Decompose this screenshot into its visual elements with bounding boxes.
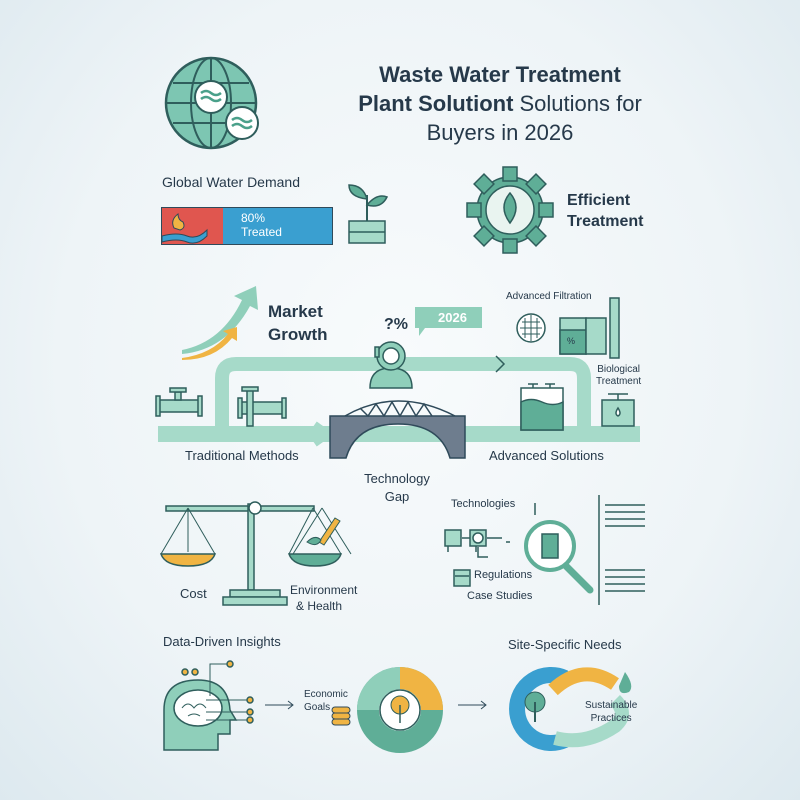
growth-arrow-icon bbox=[182, 286, 258, 360]
brain-head-icon bbox=[163, 660, 254, 751]
arrow-right-icon-2 bbox=[458, 700, 487, 710]
gap-line1: Technology bbox=[364, 471, 430, 486]
globe-water-icon bbox=[164, 56, 259, 150]
speech-bubble bbox=[415, 307, 482, 336]
page-title: Waste Water Treatment Plant Solutiont So… bbox=[350, 60, 650, 147]
demand-treated: Treated bbox=[241, 225, 282, 239]
sustainable-line1: Sustainable bbox=[585, 700, 638, 711]
environment-health-label: Environment & Health bbox=[290, 582, 357, 614]
title-bold: Waste Water Treatment Plant Solutiont bbox=[358, 62, 621, 116]
advanced-solutions-label: Advanced Solutions bbox=[489, 448, 604, 463]
bridge-icon bbox=[329, 400, 466, 459]
filtration-tank-label: % bbox=[567, 336, 576, 346]
bubble-year: 2026 bbox=[438, 310, 467, 325]
efficient-treatment-label: Efficient Treatment bbox=[567, 190, 643, 232]
filtration-icon bbox=[516, 297, 620, 359]
demand-bar: 80% Treated bbox=[161, 207, 333, 245]
cycle-tree-icon bbox=[357, 667, 443, 753]
title-regular: Solutions for bbox=[513, 91, 642, 116]
economic-line1: Economic bbox=[304, 689, 348, 700]
env-line1: Environment bbox=[290, 583, 358, 597]
site-specific-needs-label: Site-Specific Needs bbox=[508, 637, 622, 652]
environment-pan-icon bbox=[287, 507, 343, 567]
biological-line1: Biological bbox=[597, 364, 640, 375]
case-studies-label: Case Studies bbox=[467, 590, 533, 602]
sustainable-practices-label: Sustainable Practices bbox=[585, 699, 637, 725]
efficient-line1: Efficient bbox=[567, 192, 631, 209]
flame-river-icon bbox=[161, 212, 208, 244]
efficient-line2: Treatment bbox=[567, 213, 644, 230]
biological-line2: Treatment bbox=[596, 376, 642, 387]
demand-label: Global Water Demand bbox=[162, 174, 300, 190]
demand-bar-untreated bbox=[161, 208, 223, 244]
biological-tanks-icon bbox=[520, 383, 635, 431]
plant-icon bbox=[348, 184, 389, 244]
biological-label: Biological Treatment bbox=[596, 364, 641, 388]
market-growth-label: Market Growth bbox=[268, 300, 328, 346]
arrow-right-icon bbox=[265, 700, 294, 710]
title-line3: Buyers in 2026 bbox=[426, 120, 574, 145]
env-line2: & Health bbox=[296, 599, 343, 613]
question-percent: ?% bbox=[384, 316, 408, 333]
filtration-label: Advanced Filtration bbox=[506, 291, 592, 302]
regulations-label: Regulations bbox=[474, 569, 533, 581]
market-line2: Growth bbox=[268, 325, 328, 344]
gap-line2: Gap bbox=[384, 489, 410, 504]
sustainable-line2: Practices bbox=[590, 713, 632, 724]
balance-scale-icon bbox=[159, 501, 352, 606]
research-magnifier-icon bbox=[444, 495, 645, 605]
market-line1: Market bbox=[268, 302, 323, 321]
data-driven-insights-label: Data-Driven Insights bbox=[163, 634, 281, 649]
sustainable-loop-icon bbox=[509, 667, 632, 751]
cost-label: Cost bbox=[180, 586, 207, 601]
economic-goals-label: Economic Goals bbox=[304, 688, 348, 714]
demand-percent: 80% bbox=[241, 211, 266, 225]
coins-stack-icon bbox=[331, 706, 351, 726]
technologies-label: Technologies bbox=[451, 498, 516, 510]
traditional-methods-label: Traditional Methods bbox=[185, 448, 299, 463]
gear-leaf-icon bbox=[466, 166, 554, 254]
economic-line2: Goals bbox=[304, 702, 331, 713]
person-icon bbox=[369, 341, 413, 389]
technology-gap-label: Technology Gap bbox=[362, 470, 432, 506]
